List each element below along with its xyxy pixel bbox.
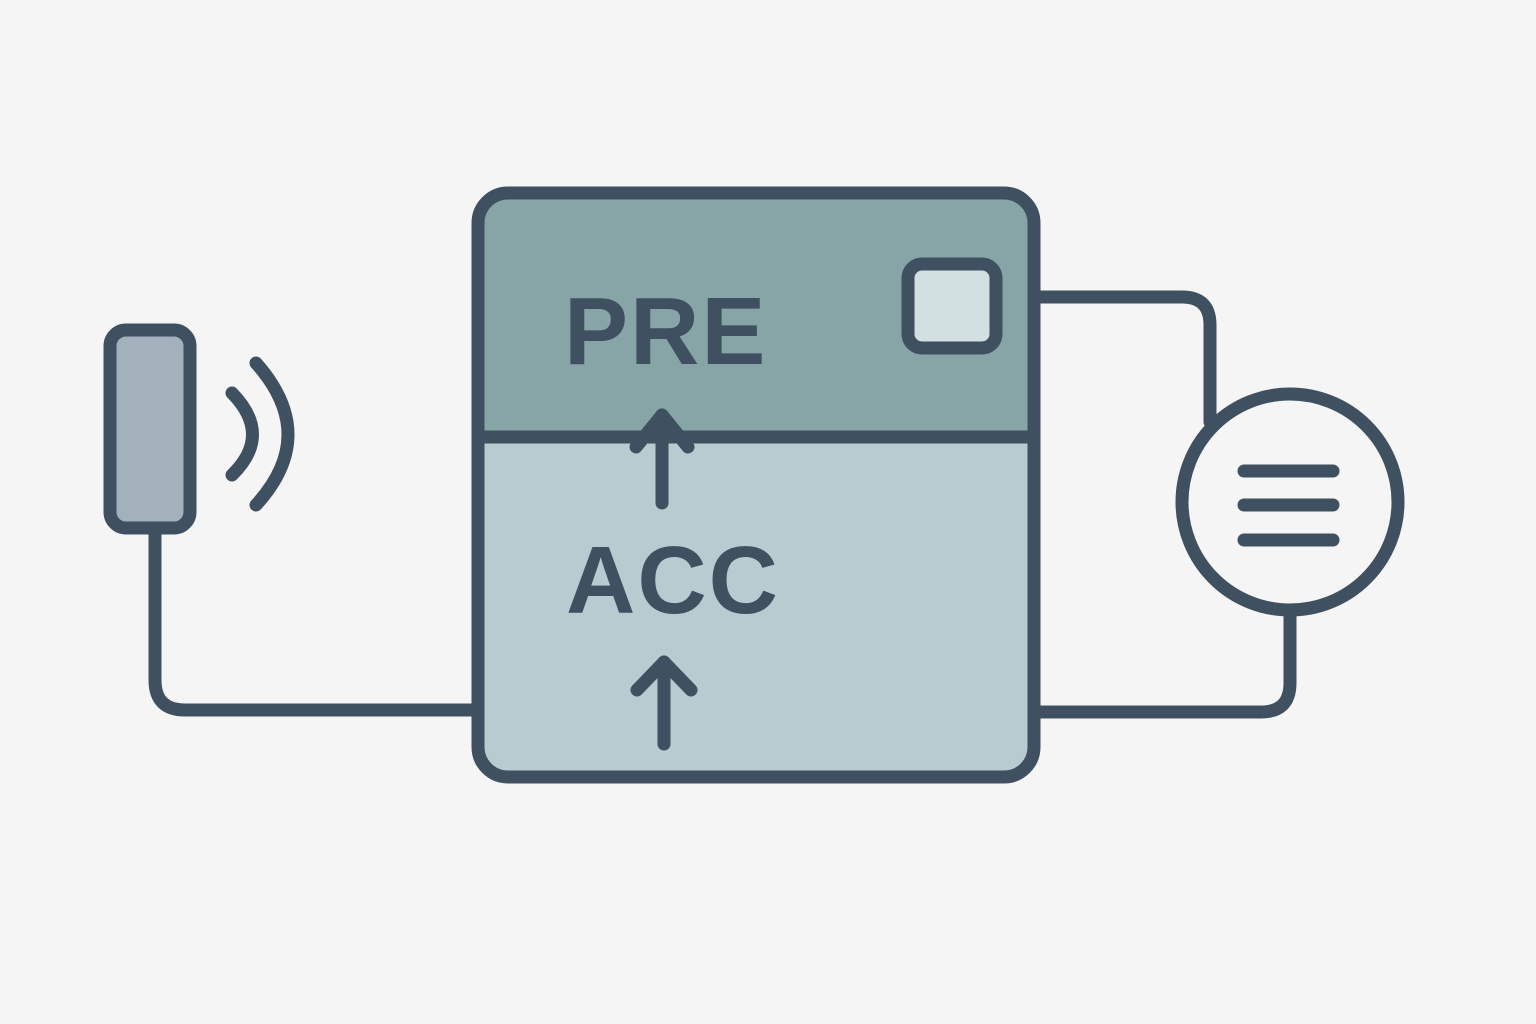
sensor-wire — [148, 525, 479, 717]
meter-wire-bottom — [1029, 605, 1297, 719]
up-arrow-icon — [630, 655, 698, 751]
pre-section — [478, 193, 1034, 437]
up-arrow-upper-head — [629, 408, 695, 454]
status-indicator-icon — [901, 257, 1003, 355]
menu-lines-icon — [1175, 387, 1405, 617]
signal-wave-inner — [225, 386, 259, 482]
main-unit-outline — [471, 186, 1041, 784]
acc-label: ACC — [566, 527, 780, 634]
meter-wire-top — [1029, 290, 1217, 429]
signal-wave-outer — [249, 356, 295, 512]
signal-waves-icon — [225, 356, 295, 512]
pre-label: PRE — [564, 278, 767, 385]
main-unit: PRE ACC — [471, 186, 1041, 784]
up-arrow-lower-head — [630, 655, 698, 697]
sensor-body — [103, 323, 197, 535]
wireless-sensor-icon — [103, 323, 197, 535]
up-arrow-icon — [629, 408, 695, 510]
